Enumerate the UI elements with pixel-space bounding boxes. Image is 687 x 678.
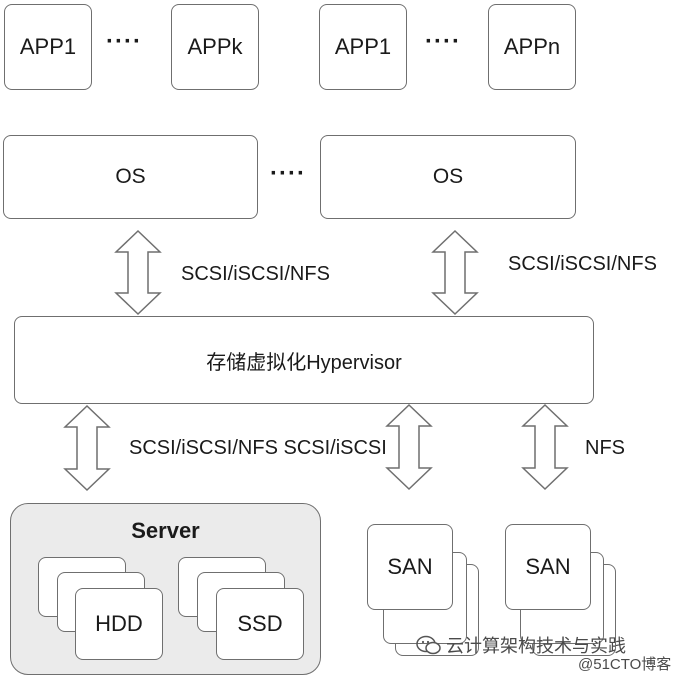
os-label: OS: [115, 165, 146, 188]
hdd-label: HDD: [95, 611, 143, 636]
app-label: APP1: [19, 34, 77, 59]
ellipsis-os: ····: [270, 160, 306, 187]
app-label: APP1: [334, 34, 392, 59]
protocol-label-top-right: SCSI/iSCSI/NFS: [508, 253, 657, 275]
protocol-label-bottom-right: NFS: [585, 437, 625, 459]
protocol-label-bottom-left: SCSI/iSCSI/NFS SCSI/iSCSI: [129, 437, 387, 459]
double-arrow-os-right-to-hypervisor: [431, 229, 479, 316]
san-right-front: SAN: [505, 524, 591, 610]
hypervisor-label: 存储虚拟化Hypervisor: [206, 351, 402, 374]
app-box-appk: APPk: [171, 4, 259, 90]
app-label: APPk: [187, 34, 243, 59]
san-right-label: SAN: [525, 554, 571, 579]
os-box-left: OS: [3, 135, 258, 219]
double-arrow-hypervisor-to-server: [63, 404, 111, 492]
san-left-label: SAN: [387, 554, 433, 579]
ellipsis-apps-left: ····: [106, 28, 142, 55]
os-label: OS: [432, 165, 464, 188]
app-box-app1-right: APP1: [319, 4, 407, 90]
server-container: Server HDD SSD: [10, 503, 321, 675]
hdd-disk: HDD: [75, 588, 163, 660]
protocol-label-top-left: SCSI/iSCSI/NFS: [181, 263, 330, 285]
watermark-source: @51CTO博客: [578, 656, 672, 673]
app-label: APPn: [503, 34, 561, 59]
os-box-right: OS: [320, 135, 576, 219]
hypervisor-box: 存储虚拟化Hypervisor: [14, 316, 594, 404]
server-title: Server: [131, 518, 200, 543]
app-box-appn: APPn: [488, 4, 576, 90]
ssd-disk: SSD: [216, 588, 304, 660]
double-arrow-hypervisor-to-san-right: [521, 403, 569, 491]
ellipsis-apps-right: ····: [425, 28, 461, 55]
app-box-app1-left: APP1: [4, 4, 92, 90]
ssd-label: SSD: [237, 611, 283, 636]
double-arrow-hypervisor-to-san-left: [385, 403, 433, 491]
watermark-title: 云计算架构技术与实践: [446, 636, 626, 656]
san-left-front: SAN: [367, 524, 453, 610]
double-arrow-os-left-to-hypervisor: [114, 229, 162, 316]
wechat-icon: [416, 635, 441, 655]
